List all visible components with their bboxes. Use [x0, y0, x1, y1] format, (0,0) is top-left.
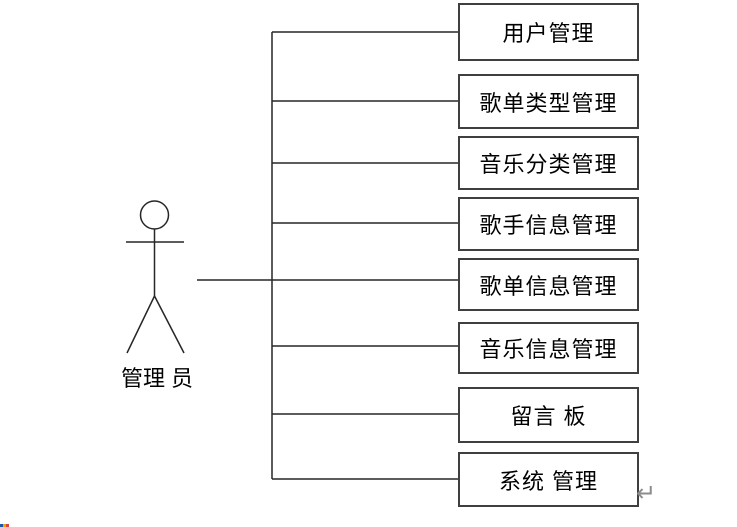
actor-label: 管理 员: [120, 366, 194, 391]
system-management-box: 系统 管理: [458, 452, 639, 507]
use-case-label: 系统 管理: [498, 468, 599, 494]
use-case-label: 用户管理: [502, 21, 595, 46]
corner-artifact-blue: [0, 524, 3, 527]
music-category-management-box: 音乐分类管理: [458, 136, 639, 190]
singer-info-management-box: 歌手信息管理: [458, 197, 639, 251]
use-case-label: 留言 板: [510, 404, 587, 429]
actor-left-leg-line: [126, 295, 156, 354]
actor-head: [139, 200, 170, 230]
message-board-box: 留言 板: [458, 387, 639, 443]
use-case-label: 音乐分类管理: [479, 152, 618, 177]
use-case-label: 音乐信息管理: [479, 337, 618, 362]
actor-right-leg-line: [153, 295, 185, 354]
user-management-box: 用户管理: [458, 3, 639, 61]
use-case-label: 歌单信息管理: [479, 273, 618, 299]
playlist-info-management-box: 歌单信息管理: [458, 258, 639, 311]
use-case-label: 歌手信息管理: [479, 213, 618, 238]
use-case-label: 歌单类型管理: [479, 90, 618, 116]
music-info-management-box: 音乐信息管理: [458, 322, 639, 374]
playlist-type-management-box: 歌单类型管理: [458, 74, 639, 129]
corner-artifact: [0, 524, 9, 527]
corner-artifact-yellow: [3, 524, 6, 527]
paragraph-return-icon: ↵: [636, 480, 657, 507]
corner-artifact-red: [6, 524, 9, 527]
